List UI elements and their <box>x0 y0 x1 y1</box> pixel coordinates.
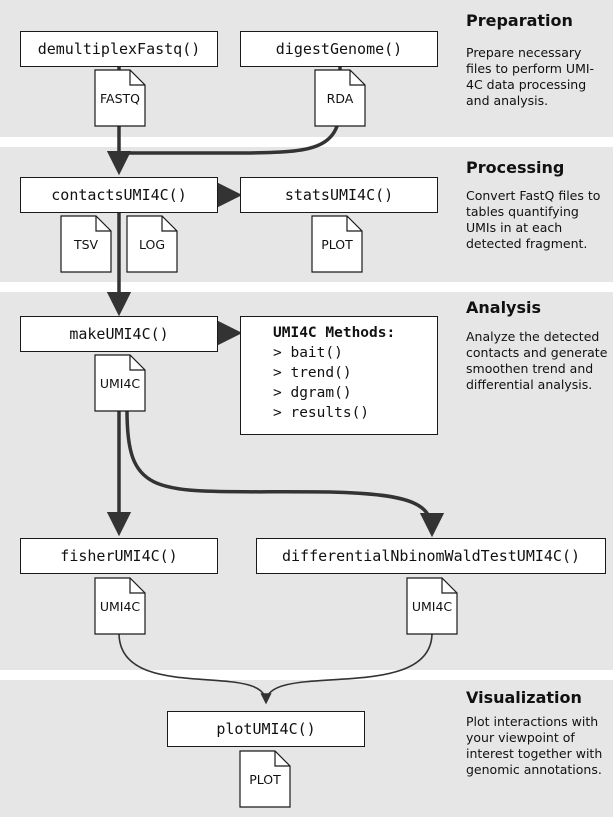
analysis-description: Analyze the detected contacts and genera… <box>466 329 608 392</box>
preparation-description: Prepare necessary files to perform UMI-4… <box>466 45 595 108</box>
diff-umi4c-file-label: UMI4C <box>411 598 453 614</box>
method-item: > dgram() <box>273 385 352 401</box>
method-item: > bait() <box>273 345 343 361</box>
visualization-band <box>0 680 613 817</box>
rda-file-icon: RDA <box>314 69 366 127</box>
final-plot-file-icon: PLOT <box>239 750 291 808</box>
plot-umi4c-box: plotUMI4C() <box>167 711 365 747</box>
fisher-umi4c-box: fisherUMI4C() <box>20 538 218 574</box>
fisher-umi4c-file-icon: UMI4C <box>94 577 146 635</box>
final-plot-file-label: PLOT <box>249 771 281 787</box>
analysis-title: Analysis <box>466 298 542 317</box>
stats-plot-file-label: PLOT <box>321 236 353 252</box>
methods-title: UMI4C Methods: <box>273 325 396 341</box>
visualization-title: Visualization <box>466 688 582 707</box>
make-umi4c-file-icon: UMI4C <box>94 354 146 412</box>
log-file-icon: LOG <box>126 215 178 273</box>
diff-umi4c-file-icon: UMI4C <box>406 577 458 635</box>
contacts-umi4c-box: contactsUMI4C() <box>20 177 218 213</box>
demultiplex-fastq-box: demultiplexFastq() <box>20 31 218 67</box>
method-item: > results() <box>273 405 370 421</box>
processing-title: Processing <box>466 158 565 177</box>
processing-description: Convert FastQ files to tables quantifyin… <box>466 188 601 251</box>
arrow-fisher-to-plot <box>118 632 272 705</box>
log-file-label: LOG <box>138 236 166 252</box>
make-umi4c-file-label: UMI4C <box>99 376 141 391</box>
tsv-file-icon: TSV <box>60 215 112 273</box>
rda-file-label: RDA <box>326 90 354 106</box>
stats-plot-file-icon: PLOT <box>311 215 363 273</box>
differential-nbinom-wald-test-umi4c-box: differentialNbinomWaldTestUMI4C() <box>256 538 606 574</box>
stats-umi4c-box: statsUMI4C() <box>240 177 438 213</box>
visualization-description: Plot interactions with your viewpoint of… <box>466 714 603 777</box>
fastq-file-icon: FASTQ <box>94 69 146 127</box>
arrow-make-to-differential <box>125 409 445 538</box>
digest-genome-box: digestGenome() <box>240 31 438 67</box>
method-item: > trend() <box>273 365 352 381</box>
arrow-differential-to-plot <box>265 632 433 703</box>
preparation-title: Preparation <box>466 11 573 30</box>
make-umi4c-box: makeUMI4C() <box>20 316 218 352</box>
fisher-umi4c-file-label: UMI4C <box>99 598 141 614</box>
fastq-file-label: FASTQ <box>99 90 140 106</box>
tsv-file-label: TSV <box>73 236 99 252</box>
umi4c-methods-box: UMI4C Methods: > bait() > trend() > dgra… <box>240 316 438 435</box>
arrow-digest-to-contacts <box>119 66 342 155</box>
